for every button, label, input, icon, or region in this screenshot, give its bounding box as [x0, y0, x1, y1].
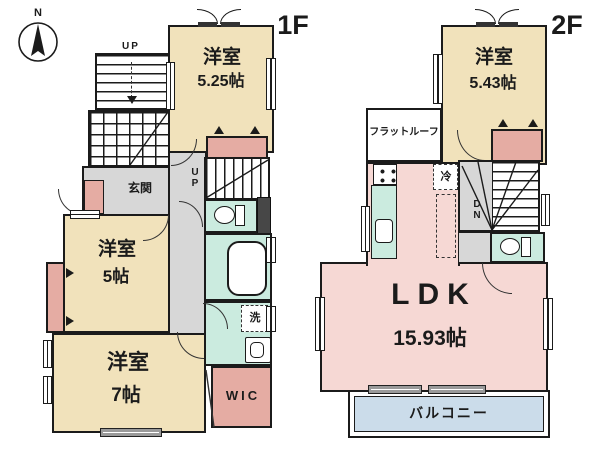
- entrance-hall: [82, 166, 170, 216]
- counter-island-outline: [436, 194, 456, 258]
- casement-window-icon: [474, 9, 520, 27]
- stairs-2f-dn-label: DN: [473, 199, 481, 221]
- sink-basin-icon: [250, 342, 264, 358]
- floor2-label: 2F: [551, 10, 583, 40]
- ldk-area-label: 15.93帖: [393, 327, 467, 350]
- balcony: [354, 396, 544, 432]
- room-bedroom-5-area: 5帖: [102, 267, 130, 286]
- toilet-cabinet: [257, 197, 271, 234]
- compass-north-label: N: [34, 7, 42, 19]
- bathtub-icon: [227, 241, 267, 296]
- window-icon: [361, 206, 370, 252]
- room-bedroom-525-name: 洋室: [202, 47, 242, 68]
- sliding-window-icon: [100, 428, 162, 437]
- window-icon: [70, 210, 100, 219]
- ldk-label: LDK: [391, 278, 477, 311]
- closet-1f-bedroom5: [46, 262, 65, 333]
- wic-label: WIC: [225, 388, 261, 403]
- room-bedroom-525-area: 5.25帖: [197, 73, 245, 90]
- balcony-label: バルコニー: [409, 405, 489, 421]
- flat-roof-label: フラットルーフ: [369, 127, 439, 138]
- refrigerator-label: 冷: [440, 171, 452, 183]
- stove-icon: [373, 164, 397, 185]
- stairs-2f-treads: [492, 162, 538, 230]
- closet-1f-bedroom525: [206, 136, 268, 161]
- floor1-label: 1F: [277, 10, 309, 40]
- toilet-tank-icon: [235, 205, 245, 226]
- flat-roof: [366, 108, 442, 162]
- room-bedroom-7-area: 7帖: [111, 385, 141, 406]
- stairs-hall-up-label: UP: [191, 167, 199, 189]
- window-icon: [43, 340, 52, 368]
- stairs-arrow-icon: [127, 96, 137, 104]
- hanger-icon: [214, 126, 224, 134]
- room-bedroom-5-name: 洋室: [97, 239, 137, 260]
- stairs-1f-mid: [204, 157, 270, 200]
- kitchen-sink-icon: [375, 219, 393, 243]
- window-icon: [166, 62, 175, 110]
- window-icon: [433, 54, 443, 104]
- window-icon: [541, 194, 550, 226]
- room-bedroom-543-name: 洋室: [474, 47, 514, 68]
- toilet-bowl-icon: [214, 206, 235, 224]
- stair-landing-2f: [458, 232, 492, 263]
- entrance-label: 玄関: [127, 181, 153, 195]
- hanger-icon: [66, 316, 74, 326]
- window-icon: [266, 306, 276, 332]
- hanger-icon: [250, 126, 260, 134]
- stairs-direction-line: [131, 62, 132, 98]
- toilet-bowl-icon: [500, 238, 520, 255]
- shoe-cabinet: [84, 180, 104, 214]
- sliding-window-icon: [428, 385, 486, 394]
- room-bedroom-7-name: 洋室: [107, 351, 149, 374]
- window-icon: [543, 298, 553, 350]
- stairs-1f-lower: [88, 110, 170, 167]
- sliding-window-icon: [368, 385, 422, 394]
- casement-window-icon: [196, 9, 242, 27]
- closet-2f: [491, 129, 543, 162]
- toilet-tank-icon: [521, 237, 531, 257]
- hanger-icon: [528, 119, 538, 127]
- laundry-label: 洗: [249, 312, 261, 324]
- window-icon: [266, 237, 276, 263]
- window-icon: [266, 58, 276, 110]
- hanger-icon: [498, 119, 508, 127]
- refrigerator-box: [433, 164, 458, 190]
- window-icon: [43, 376, 52, 404]
- hanger-icon: [66, 268, 74, 278]
- room-bedroom-543-area: 5.43帖: [469, 75, 517, 92]
- window-icon: [315, 297, 325, 351]
- stairs-1f-up-label: UP: [122, 41, 140, 52]
